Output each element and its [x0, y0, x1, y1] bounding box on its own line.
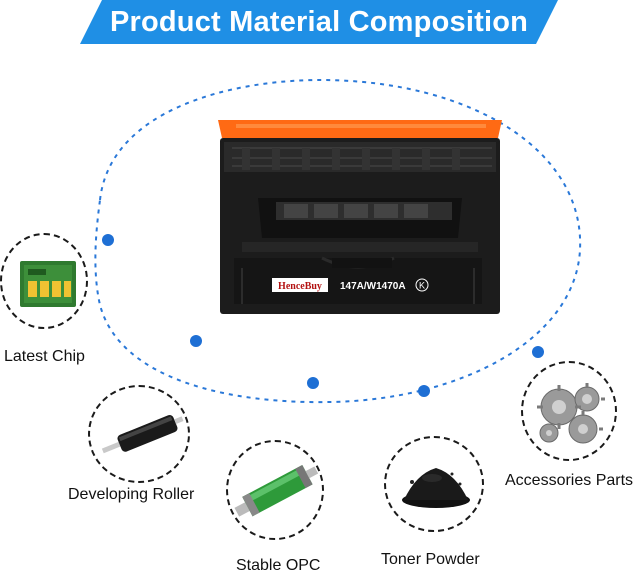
toner-cartridge-image: HenceBuy 147A/W1470A K [212, 118, 504, 314]
page-title: Product Material Composition [109, 6, 529, 38]
banner-shape [80, 0, 558, 44]
roller-circle [88, 385, 190, 483]
opc-circle [226, 440, 324, 540]
roller-icon [101, 415, 184, 454]
orbit-dot [102, 234, 114, 246]
toner-powder-icon [402, 468, 470, 508]
orbit-dot [190, 335, 202, 347]
model-label: 147A/W1470A [340, 281, 406, 292]
brand-label: HenceBuy [278, 281, 322, 292]
chip-icon [20, 261, 76, 307]
component-label-roller: Developing Roller [68, 486, 195, 503]
opc-drum-icon [234, 464, 319, 517]
toner-circle [384, 436, 484, 532]
component-label-chip: Latest Chip [4, 348, 85, 365]
header-banner: Product Material Composition [80, 0, 558, 44]
orbit-dot [307, 377, 319, 389]
gears-icon [537, 383, 605, 444]
component-label-toner: Toner Powder [381, 551, 480, 568]
accessories-circle [521, 361, 617, 461]
color-code: K [419, 281, 425, 291]
chip-circle [0, 233, 88, 329]
component-label-opc: Stable OPC [236, 557, 321, 574]
component-label-accessories: Accessories Parts [505, 472, 634, 489]
orbit-dot [418, 385, 430, 397]
orbit-dot [532, 346, 544, 358]
